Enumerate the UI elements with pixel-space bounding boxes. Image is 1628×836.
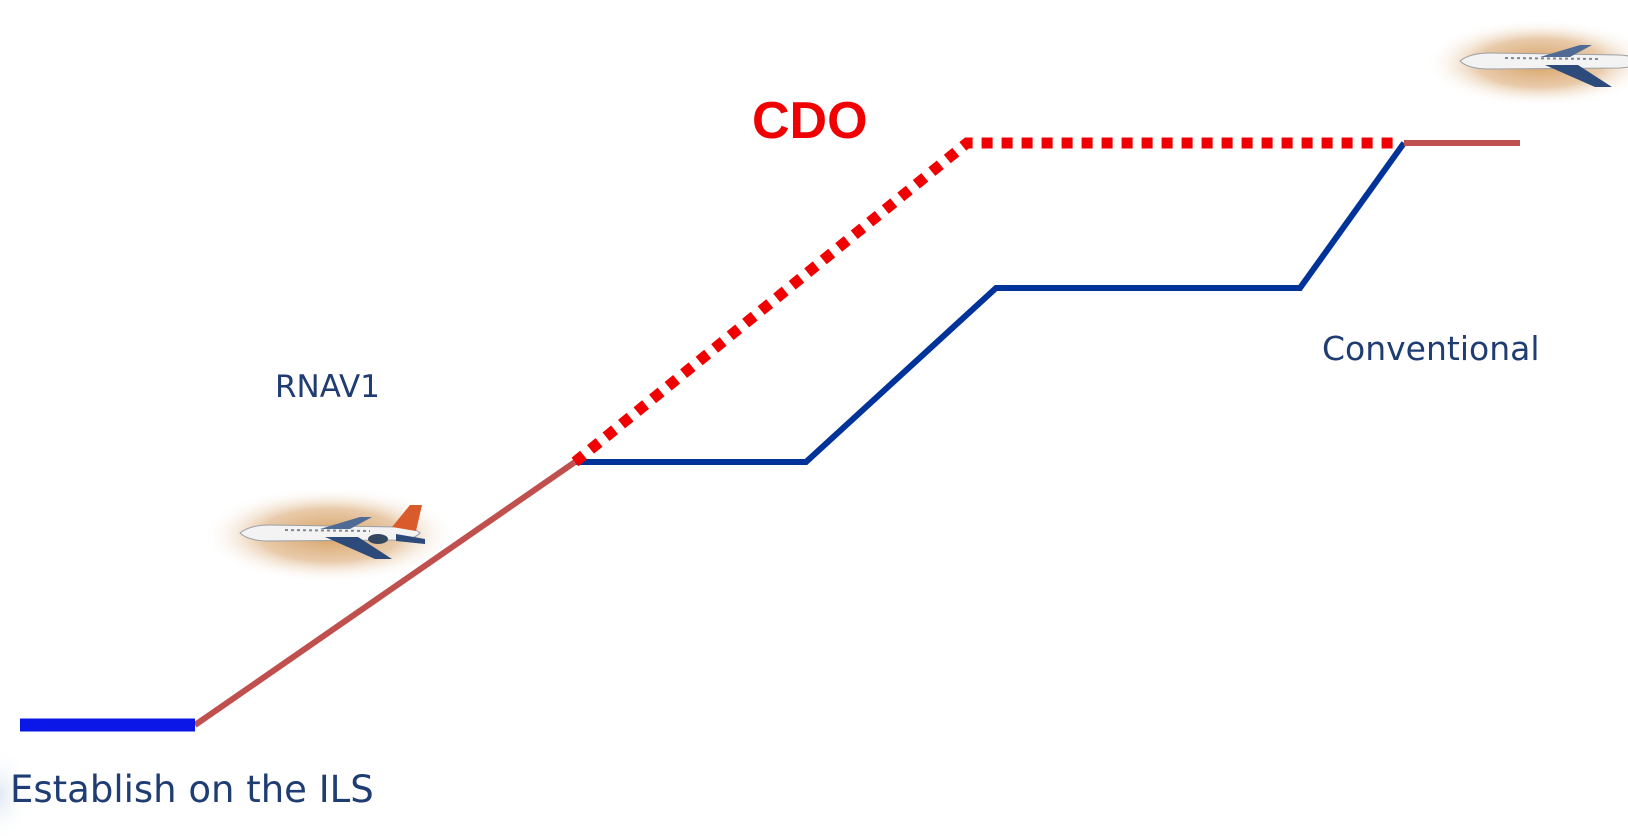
ils-label: Establish on the ILS <box>10 768 374 811</box>
rnav-label: RNAV1 <box>275 369 380 405</box>
aircraft-lower <box>202 487 458 583</box>
cdo-continuous-descent-path <box>571 137 1398 467</box>
conventional-label: Conventional <box>1322 329 1540 368</box>
jet-aircraft-icon <box>1459 45 1628 87</box>
aircraft-upper <box>1425 19 1628 107</box>
background-glow <box>0 560 180 836</box>
jet-aircraft-icon <box>239 505 425 559</box>
conventional-descent-path <box>575 141 1407 465</box>
cdo-title: CDO <box>752 92 868 150</box>
rnav-final-descent <box>193 459 577 728</box>
